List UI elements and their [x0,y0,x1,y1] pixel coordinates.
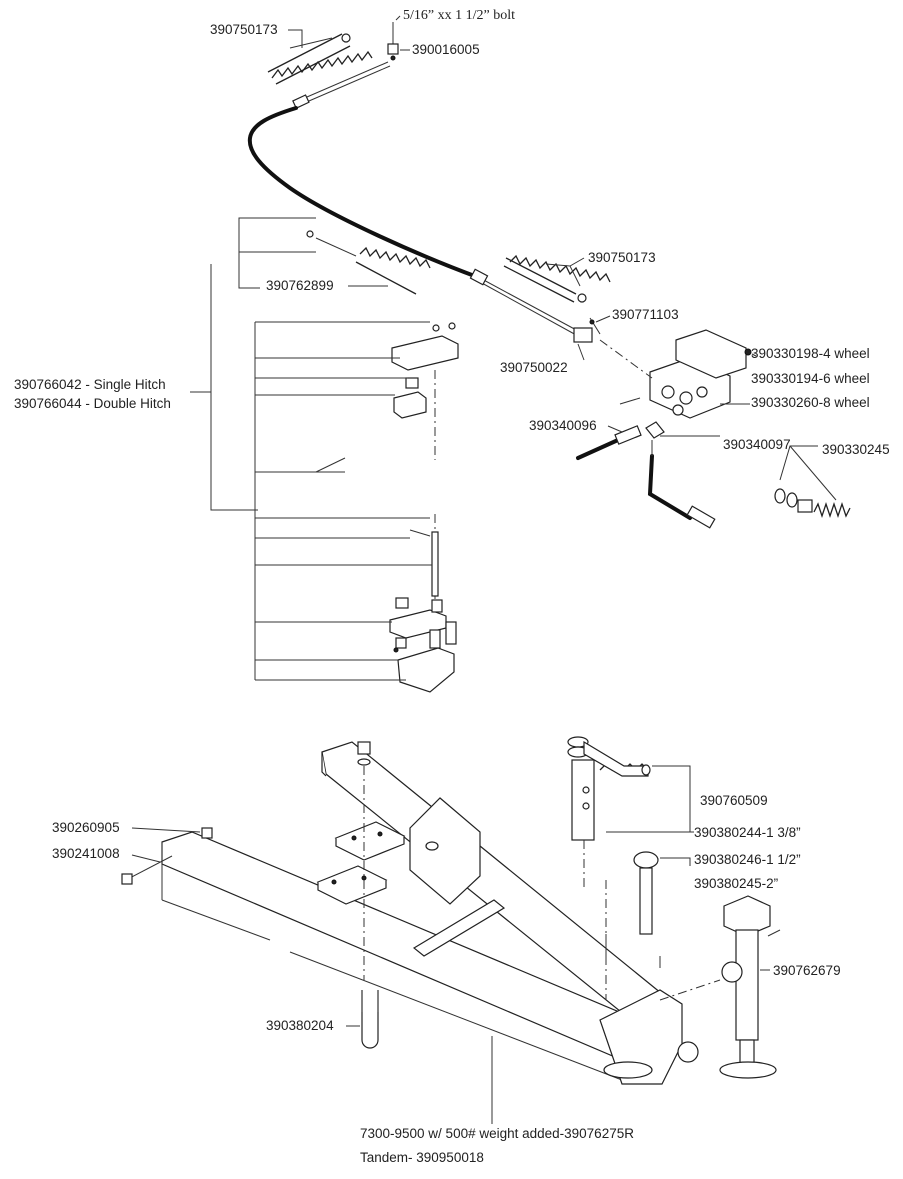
spring-kit [774,488,851,519]
label-double-hitch: 390766044 - Double Hitch [14,396,171,411]
label-390330260: 390330260-8 wheel [751,395,870,410]
tongue-jack [719,895,781,1079]
label-390380245: 390380245-2” [694,876,779,891]
label-390762899: 390762899 [266,278,334,293]
label-390750022: 390750022 [500,360,568,375]
bracket-part [573,317,601,343]
label-weight-note: 7300-9500 w/ 500# weight added-39076275R [360,1126,634,1141]
label-390340096: 390340096 [529,418,597,433]
label-390260905: 390260905 [52,820,120,835]
label-bolt: 5/16” xx 1 1/2” bolt [403,8,515,23]
label-390330194: 390330194-6 wheel [751,371,870,386]
safety-chain-assembly [567,736,651,890]
hydraulic-hoses [576,397,716,529]
hitch-frame [121,741,721,1085]
label-390241008: 390241008 [52,846,120,861]
label-390340097: 390340097 [723,437,791,452]
label-390016005: 390016005 [412,42,480,57]
label-390762679: 390762679 [773,963,841,978]
label-390330198: 390330198-4 wheel [751,346,870,361]
label-390330245: 390330245 [822,442,890,457]
label-390380246: 390380246-1 1/2” [694,852,801,867]
label-390771103: 390771103 [612,307,679,322]
label-390760509: 390760509 [700,793,768,808]
hitch-pin [605,851,659,960]
cable-top-assembly [247,22,581,337]
label-390750173-top: 390750173 [210,22,278,37]
valve-block [599,329,752,419]
linkage-assembly [190,217,459,693]
lower-leader-lines [131,15,837,1124]
label-single-hitch: 390766042 - Single Hitch [14,377,166,392]
spring-top [267,33,373,85]
label-390380244: 390380244-1 3/8” [694,825,801,840]
control-cable [247,106,482,280]
label-390750173-middle: 390750173 [588,250,656,265]
label-390380204: 390380204 [266,1018,334,1033]
label-tandem-note: Tandem- 390950018 [360,1150,484,1165]
spring-middle [503,254,611,303]
bolt-part [387,22,399,61]
